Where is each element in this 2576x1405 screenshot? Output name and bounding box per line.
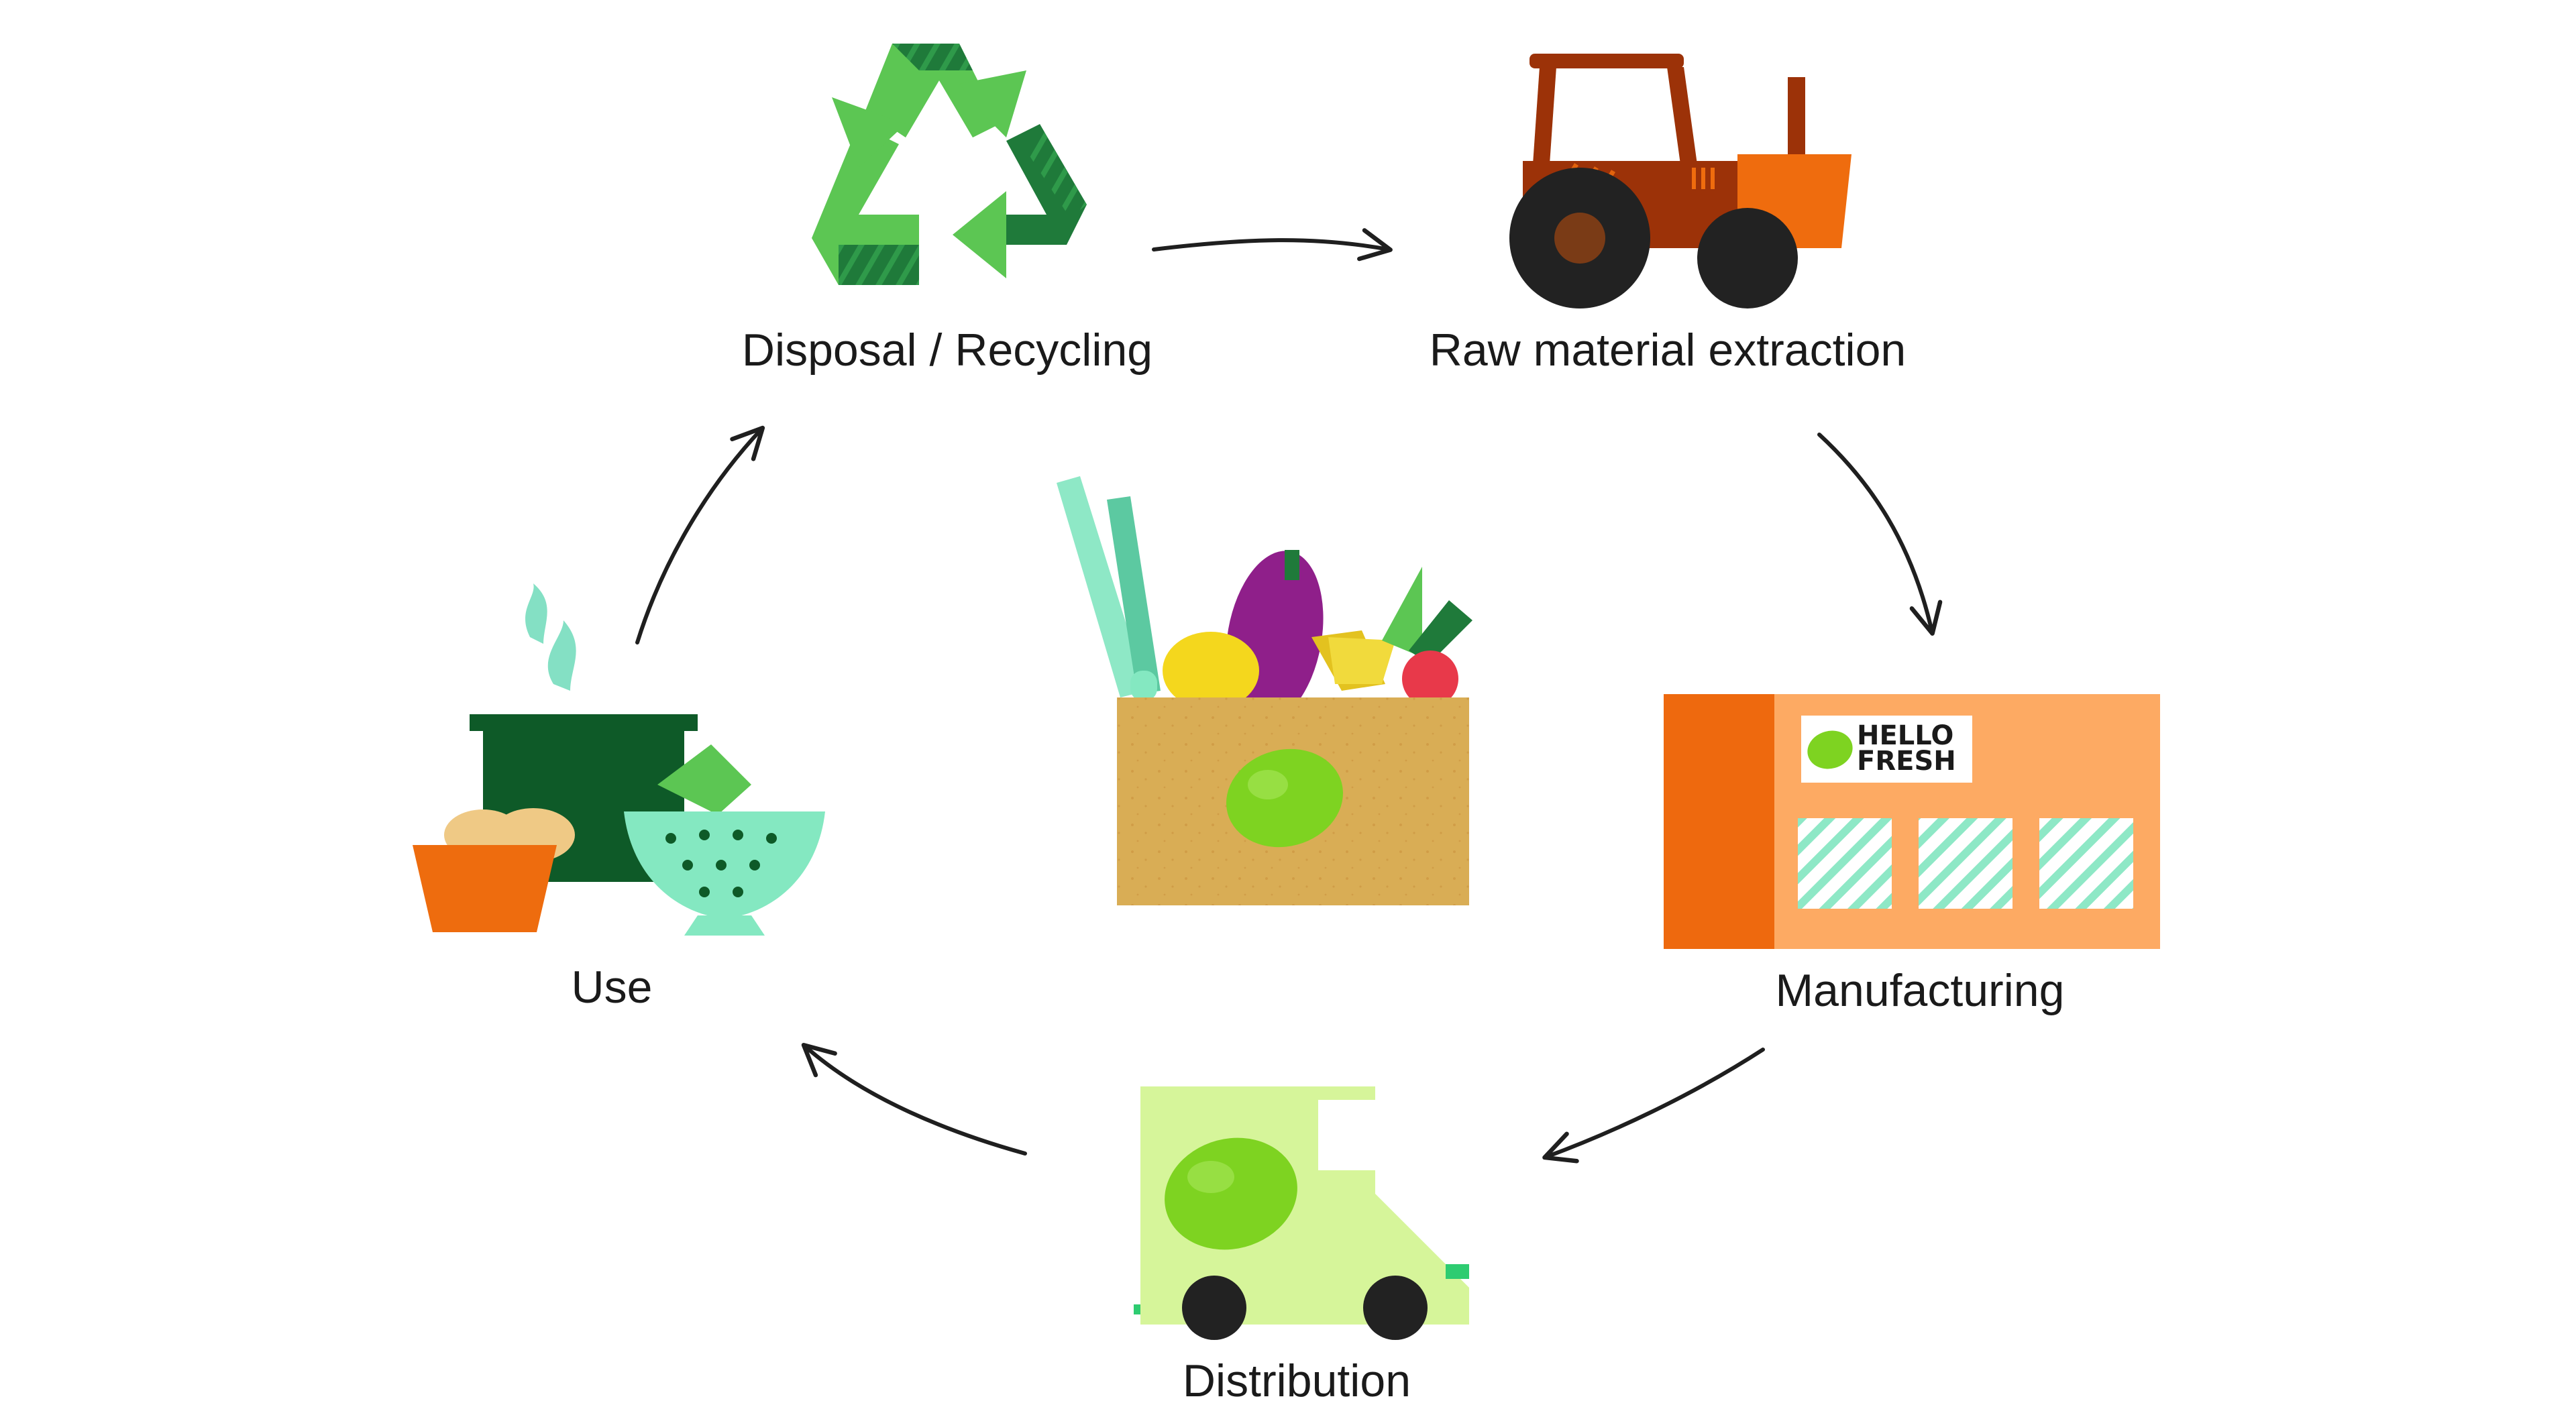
label-disposal-recycling: Disposal / Recycling: [742, 325, 1152, 376]
logo-line-1: HELLO: [1857, 720, 1953, 751]
logo-line-2: FRESH: [1857, 746, 1956, 777]
label-use: Use: [572, 962, 653, 1013]
label-manufacturing: Manufacturing: [1776, 965, 2065, 1016]
factory-icon: HELLO FRESH: [1664, 694, 2160, 949]
arrow-manufacturing-to-distribution: [1542, 1048, 1765, 1164]
arrow-use-to-disposal: [635, 425, 765, 644]
factory-window: [1919, 818, 2012, 909]
factory-window: [1798, 818, 1892, 909]
recycle-icon: [812, 44, 1087, 285]
delivery-truck-icon: [1134, 1086, 1469, 1340]
arrow-raw-to-manufacturing: [1817, 433, 1943, 636]
cooking-pot-icon: [413, 583, 825, 936]
hello-fresh-logo: HELLO FRESH: [1801, 716, 1972, 783]
factory-window: [2039, 818, 2133, 909]
arrow-distribution-to-use: [801, 1042, 1027, 1156]
arrow-disposal-to-raw: [1152, 228, 1393, 262]
label-distribution: Distribution: [1183, 1355, 1411, 1405]
label-raw-material-extraction: Raw material extraction: [1430, 325, 1906, 376]
tractor-icon: [1509, 54, 1851, 308]
meal-box-icon: [1057, 476, 1472, 905]
